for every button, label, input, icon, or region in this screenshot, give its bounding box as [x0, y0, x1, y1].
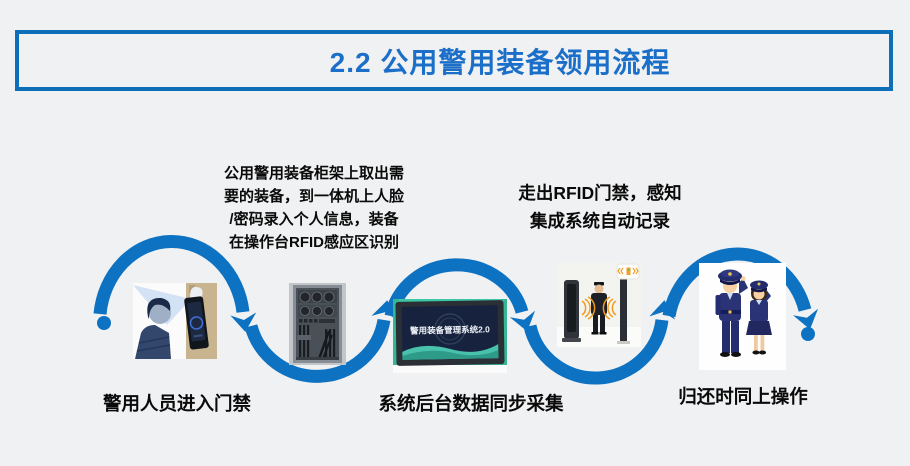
note-line: 走出RFID门禁，感知: [518, 183, 682, 203]
note-line: 要的装备，到一体机上人脸: [223, 188, 404, 205]
step-note-rfid-exit: 走出RFID门禁，感知 集成系统自动记录: [500, 179, 700, 235]
note-line: 公用警用装备柜架上取出需: [223, 165, 404, 182]
wave-arc-4: [523, 300, 676, 385]
rfid-signal-waves-icon: [581, 296, 617, 320]
face-recognition-photo: [133, 283, 217, 359]
slide-title: 2.2 公用警用装备领用流程: [329, 46, 671, 78]
caption-enter-gate: 警用人员进入门禁: [102, 393, 251, 414]
note-line: 集成系统自动记录: [530, 211, 670, 231]
wave-start-dot: [97, 316, 111, 330]
note-line: 在操作台RFID感应区识别: [229, 234, 399, 251]
screen-title-text: 警用装备管理系统2.0: [410, 324, 490, 335]
equipment-cabinet-photo: [289, 283, 346, 365]
wave-end-dot: [801, 327, 815, 341]
title-box: 2.2 公用警用装备领用流程: [15, 30, 893, 91]
female-officer-figure: [746, 280, 772, 355]
door-terminal-device: [184, 296, 209, 350]
caption-return: 归还时同上操作: [678, 386, 808, 407]
male-officer-figure: [715, 269, 748, 357]
wave-arc-5: [662, 247, 819, 330]
wave-arc-1: [93, 234, 257, 332]
note-line: /密码录入个人信息，装备: [229, 211, 399, 228]
management-system-screen-photo: 警用装备管理系统2.0: [393, 299, 507, 373]
caption-data-sync: 系统后台数据同步采集: [378, 393, 564, 414]
wave-arc-2: [244, 300, 398, 383]
wave-arc-3: [384, 258, 536, 332]
rfid-security-gate-photo: [557, 263, 641, 347]
alert-bubble-icon: [616, 263, 640, 280]
police-officers-cartoon: [699, 263, 786, 370]
step-note-equipment-pickup: 公用警用装备柜架上取出需 要的装备，到一体机上人脸 /密码录入个人信息，装备 在…: [208, 162, 420, 254]
